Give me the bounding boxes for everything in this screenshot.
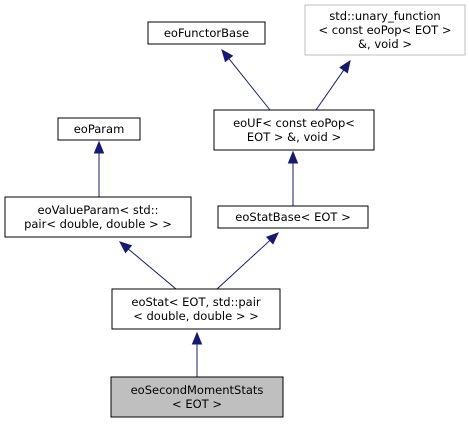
class-box <box>217 205 369 229</box>
class-label: std::unary_function <box>329 9 440 23</box>
edge-eoUF-to-eoFunctorBase <box>221 48 271 111</box>
nodes-layer: eoFunctorBase std::unary_function< const … <box>4 4 466 418</box>
class-label: eoValueParam< std:: <box>38 203 159 217</box>
class-node-eoStatBase[interactable]: eoStatBase< EOT > <box>217 205 369 229</box>
edge-eoSecondMomentStats-to-eoStat <box>191 331 203 377</box>
class-label: EOT > &, void > <box>247 130 341 144</box>
class-box <box>111 288 281 330</box>
class-node-eoSecondMomentStats: eoSecondMomentStats< EOT > <box>110 376 284 418</box>
arrow-head-icon <box>265 232 279 245</box>
class-label: eoUF< const eoPop< <box>233 116 355 130</box>
edge-eoUF-to-unary_function <box>315 59 351 111</box>
arrow-head-icon <box>221 48 234 63</box>
class-label: eoStatBase< EOT > <box>235 210 350 224</box>
class-label: eoFunctorBase <box>164 26 249 40</box>
class-box <box>147 21 266 45</box>
edge-line <box>216 240 271 290</box>
class-box <box>213 109 375 151</box>
class-label: &, void > <box>358 37 412 51</box>
arrow-head-icon <box>191 331 203 345</box>
class-label: eoStat< EOT, std::pair <box>131 295 261 309</box>
class-label: < double, double > > <box>133 309 259 323</box>
class-label: eoSecondMomentStats <box>131 383 264 397</box>
edge-line <box>228 58 271 111</box>
class-label: eoParam <box>74 122 125 136</box>
edge-eoStatBase-to-eoUF <box>287 150 299 206</box>
class-node-eoFunctorBase[interactable]: eoFunctorBase <box>147 21 266 45</box>
class-box <box>110 376 284 418</box>
class-box <box>304 4 466 56</box>
edge-eoStat-to-eoValueParam <box>118 241 177 290</box>
class-box <box>4 196 192 238</box>
class-node-unary_function[interactable]: std::unary_function< const eoPop< EOT >&… <box>304 4 466 56</box>
class-label: pair< double, double > > <box>24 217 172 231</box>
arrow-head-icon <box>287 150 299 164</box>
arrow-head-icon <box>118 241 133 254</box>
edge-line <box>128 248 177 290</box>
edge-eoValueParam-to-eoParam <box>93 140 105 197</box>
class-node-eoStat[interactable]: eoStat< EOT, std::pair< double, double >… <box>111 288 281 330</box>
arrow-head-icon <box>339 59 351 74</box>
class-label: < EOT > <box>172 397 222 411</box>
class-node-eoParam[interactable]: eoParam <box>57 117 141 141</box>
edge-line <box>315 69 345 111</box>
class-box <box>57 117 141 141</box>
edge-eoStat-to-eoStatBase <box>216 232 279 290</box>
edges-layer <box>93 48 351 377</box>
arrow-head-icon <box>93 140 105 154</box>
class-node-eoValueParam[interactable]: eoValueParam< std::pair< double, double … <box>4 196 192 238</box>
class-label: < const eoPop< EOT > <box>319 23 452 37</box>
class-node-eoUF[interactable]: eoUF< const eoPop<EOT > &, void > <box>213 109 375 151</box>
